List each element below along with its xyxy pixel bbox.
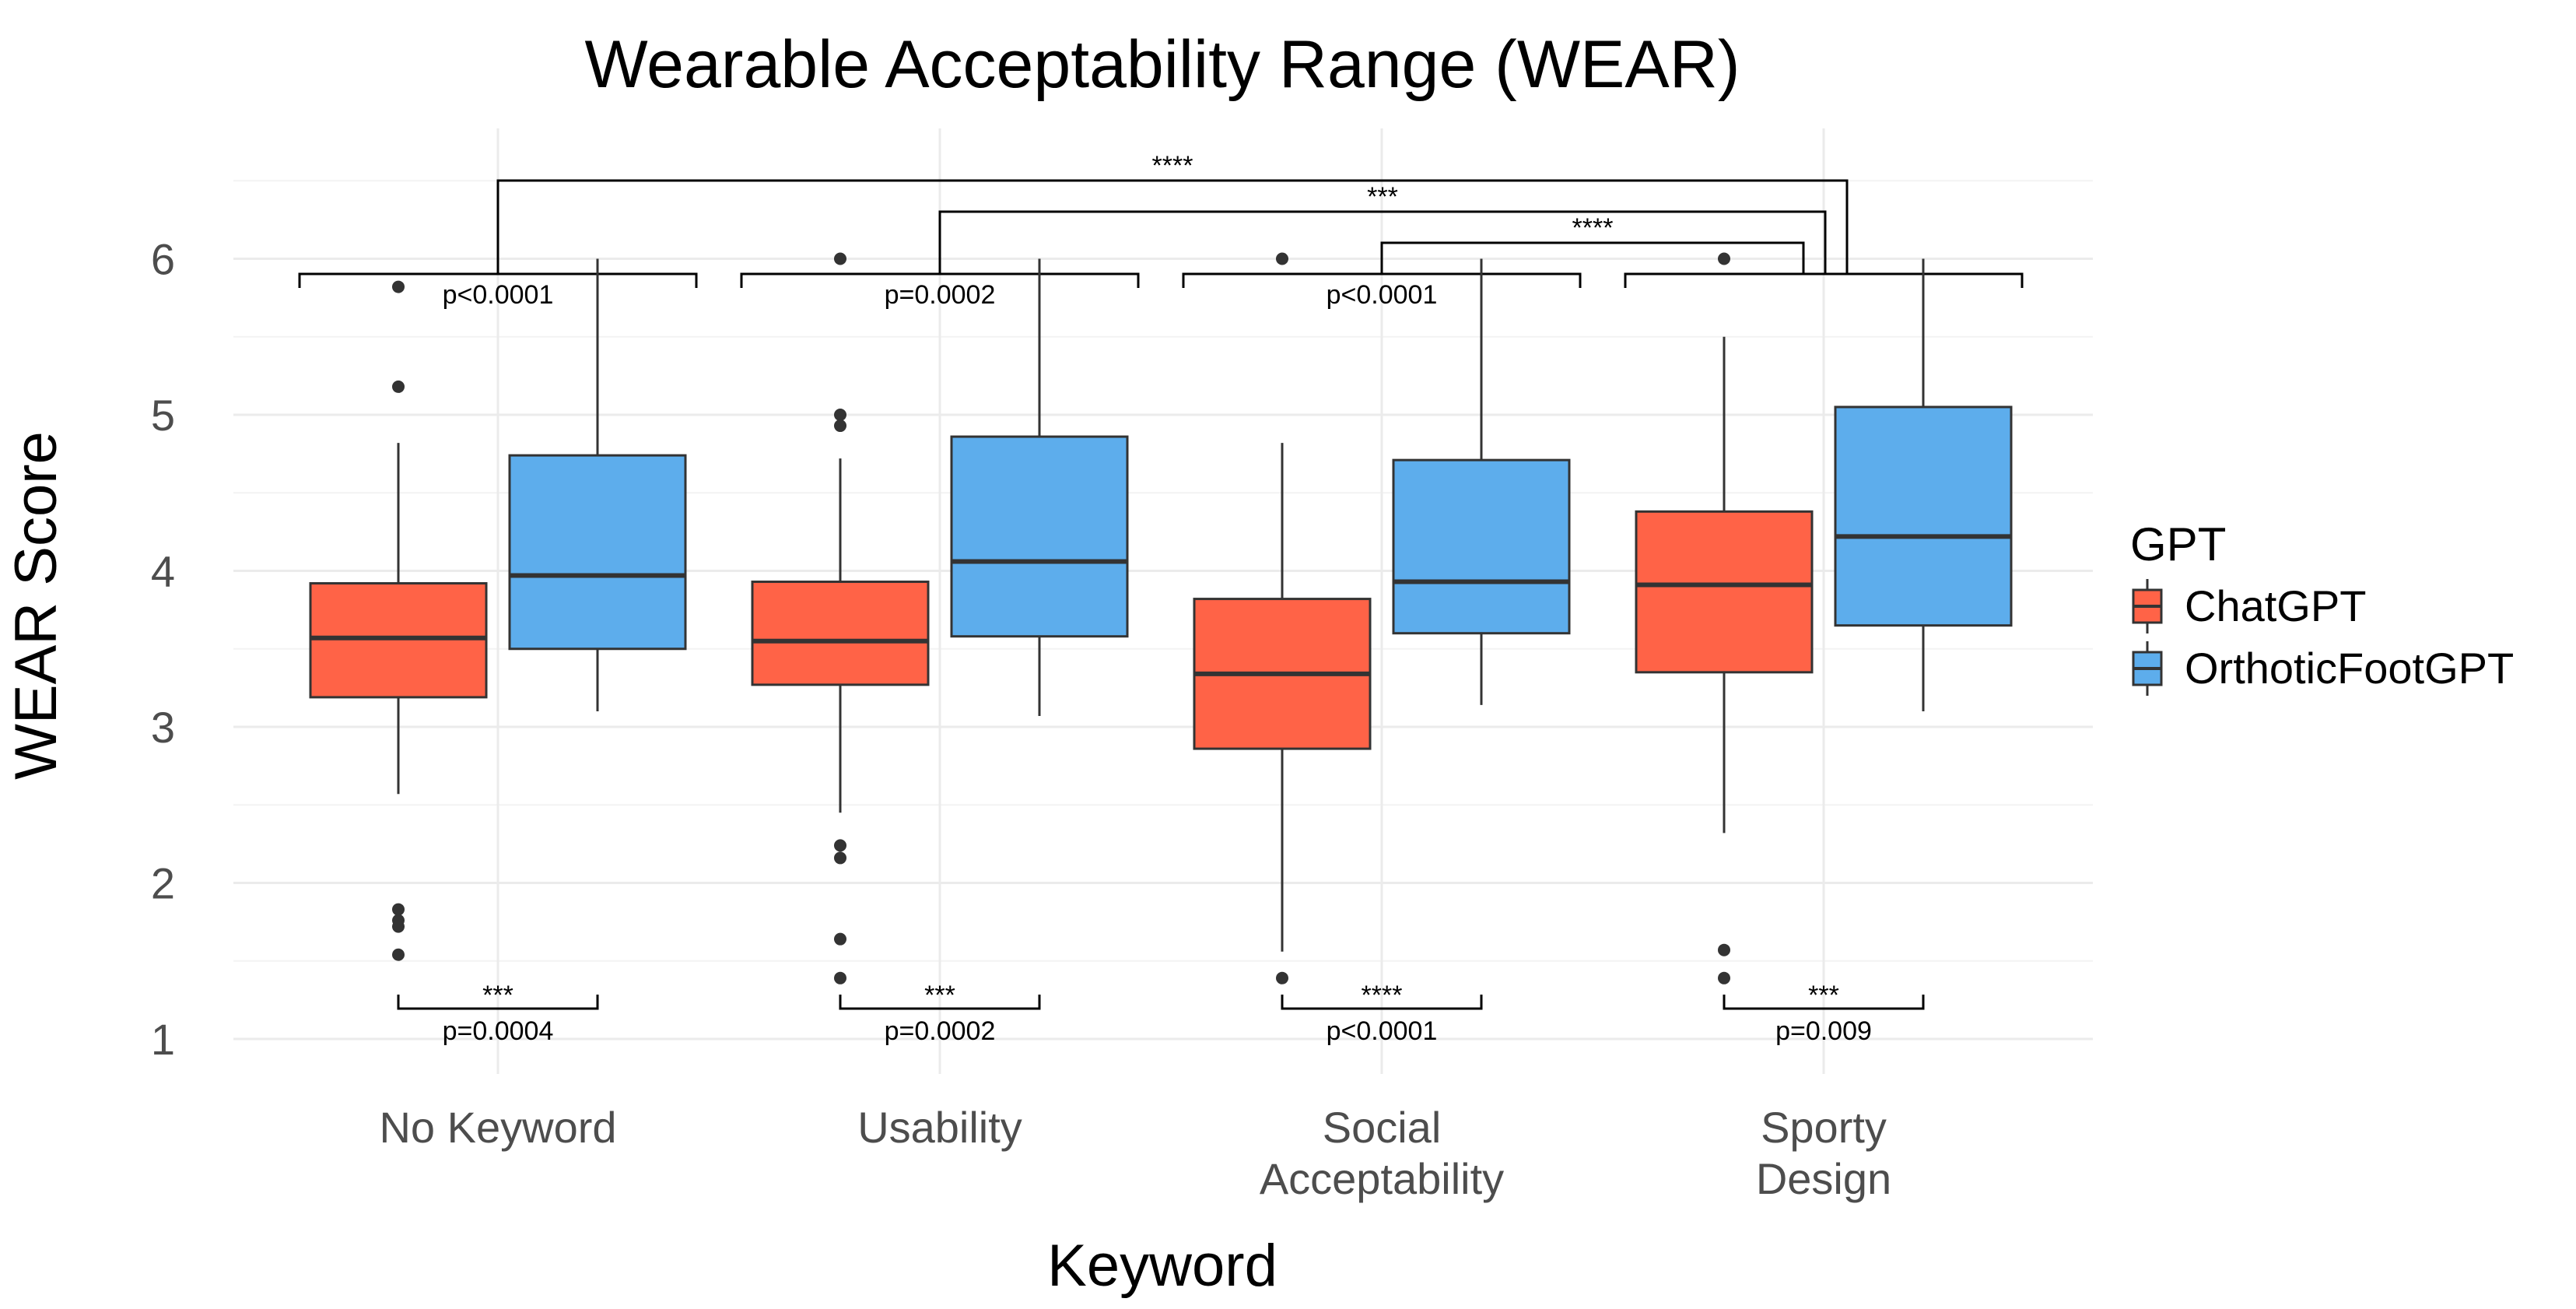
legend-label: ChatGPT bbox=[2185, 581, 2366, 630]
legend-entry-OrthoticFootGPT: OrthoticFootGPT bbox=[2132, 641, 2514, 696]
between-group-stars: *** bbox=[1367, 182, 1398, 212]
x-tick-label: Acceptability bbox=[1260, 1154, 1504, 1203]
outlier-point bbox=[834, 419, 846, 433]
legend: GPT ChatGPT OrthoticFootGPT bbox=[2130, 518, 2514, 696]
chart-title: Wearable Acceptability Range (WEAR) bbox=[585, 27, 1740, 102]
within-group-pvalue: p=0.009 bbox=[1775, 1016, 1872, 1046]
y-tick-label: 2 bbox=[151, 859, 175, 908]
outlier-point bbox=[392, 903, 405, 916]
within-group-pvalue: p=0.0004 bbox=[443, 1016, 554, 1046]
between-group-stars: **** bbox=[1572, 213, 1614, 243]
outlier-point bbox=[834, 252, 846, 265]
within-group-bracket bbox=[839, 995, 1041, 1010]
outlier-point bbox=[834, 932, 846, 946]
box-body bbox=[1834, 405, 2013, 627]
outlier-point bbox=[834, 851, 846, 865]
box-OrthoticFootGPT-0 bbox=[508, 258, 687, 711]
box-body bbox=[751, 581, 930, 686]
within-group-stars: *** bbox=[482, 981, 513, 1010]
y-tick-label: 5 bbox=[151, 391, 175, 440]
within-group-bracket bbox=[397, 995, 599, 1010]
outlier-point bbox=[1276, 252, 1288, 265]
box-OrthoticFootGPT-2 bbox=[1392, 258, 1571, 705]
outlier-point bbox=[392, 380, 405, 393]
group-pvalue: p<0.0001 bbox=[1327, 280, 1438, 310]
group-pvalue: p<0.0001 bbox=[443, 280, 554, 310]
box-ChatGPT-2 bbox=[1193, 252, 1372, 984]
box-OrthoticFootGPT-1 bbox=[950, 258, 1129, 716]
between-group-bracket bbox=[938, 210, 1827, 274]
within-group-pvalue: p<0.0001 bbox=[1327, 1016, 1438, 1046]
within-group-pvalue: p=0.0002 bbox=[885, 1016, 996, 1046]
x-tick-label: Social bbox=[1323, 1103, 1442, 1152]
x-tick-label: Design bbox=[1756, 1154, 1891, 1203]
between-group-bracket bbox=[1380, 241, 1805, 274]
x-tick-label: No Keyword bbox=[379, 1103, 616, 1152]
outlier-point bbox=[1718, 971, 1730, 984]
legend-title: GPT bbox=[2130, 518, 2226, 570]
within-group-bracket bbox=[1281, 995, 1483, 1010]
box-body bbox=[950, 435, 1129, 638]
outlier-point bbox=[392, 948, 405, 961]
legend-entry-ChatGPT: ChatGPT bbox=[2132, 579, 2366, 633]
outlier-point bbox=[1718, 943, 1730, 956]
box-ChatGPT-3 bbox=[1635, 252, 1814, 984]
within-group-stars: *** bbox=[1808, 981, 1839, 1010]
x-tick-label: Usability bbox=[857, 1103, 1022, 1152]
outlier-point bbox=[834, 839, 846, 852]
y-tick-label: 4 bbox=[151, 547, 175, 596]
significance-annotations: *** p=0.0004 *** p=0.0002 **** p<0.0001 *** p=0… bbox=[298, 151, 2024, 1046]
box-body bbox=[1392, 458, 1571, 635]
outlier-point bbox=[392, 280, 405, 293]
box-OrthoticFootGPT-3 bbox=[1834, 258, 2013, 711]
y-axis-title: WEAR Score bbox=[3, 431, 69, 780]
within-group-bracket bbox=[1723, 995, 1925, 1010]
y-tick-label: 6 bbox=[151, 235, 175, 284]
outlier-point bbox=[1718, 252, 1730, 265]
x-axis-title: Keyword bbox=[1047, 1233, 1277, 1299]
box-body bbox=[309, 582, 488, 699]
box-body bbox=[1635, 510, 1814, 674]
between-group-bracket bbox=[496, 179, 1849, 274]
legend-label: OrthoticFootGPT bbox=[2185, 644, 2514, 693]
group-pvalue: p=0.0002 bbox=[885, 280, 996, 310]
y-tick-label: 1 bbox=[151, 1015, 175, 1064]
outlier-point bbox=[392, 920, 405, 933]
y-axis-ticks: 1 2 3 4 5 6 bbox=[151, 235, 175, 1065]
between-group-stars: **** bbox=[1152, 151, 1193, 181]
box-ChatGPT-0 bbox=[309, 280, 488, 961]
outlier-point bbox=[1276, 971, 1288, 984]
y-tick-label: 3 bbox=[151, 703, 175, 752]
x-tick-label: Sporty bbox=[1761, 1103, 1887, 1152]
box-ChatGPT-1 bbox=[751, 252, 930, 984]
boxes bbox=[309, 252, 2013, 984]
within-group-stars: *** bbox=[924, 981, 955, 1010]
outlier-point bbox=[834, 971, 846, 984]
group-bracket bbox=[1624, 272, 2024, 288]
outlier-point bbox=[834, 409, 846, 421]
within-group-stars: **** bbox=[1362, 981, 1403, 1010]
box-body bbox=[508, 454, 687, 651]
